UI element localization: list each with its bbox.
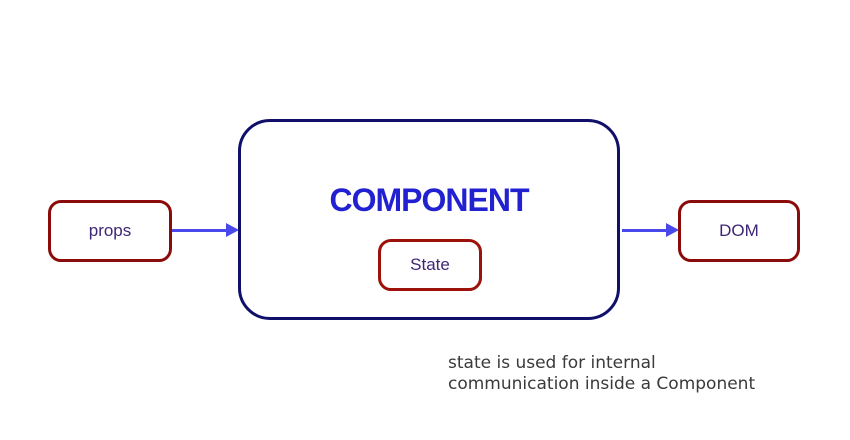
component-to-dom-arrow-head	[666, 223, 679, 237]
state-node-label: State	[410, 255, 450, 274]
dom-node-label: DOM	[719, 221, 759, 240]
state-node: State	[378, 239, 482, 291]
component-node-label: COMPONENT	[329, 182, 530, 218]
props-to-component-arrow-line	[172, 229, 227, 232]
caption-line-2: communication inside a Component	[448, 374, 756, 394]
caption: state is used for internal communication…	[448, 353, 755, 395]
props-to-component-arrow-head	[226, 223, 239, 237]
props-node: props	[48, 200, 172, 262]
props-node-label: props	[88, 221, 132, 240]
component-to-dom-arrow-line	[622, 229, 667, 232]
dom-node: DOM	[678, 200, 800, 262]
component-node	[238, 119, 620, 320]
caption-line-1: state is used for internal	[448, 353, 656, 373]
